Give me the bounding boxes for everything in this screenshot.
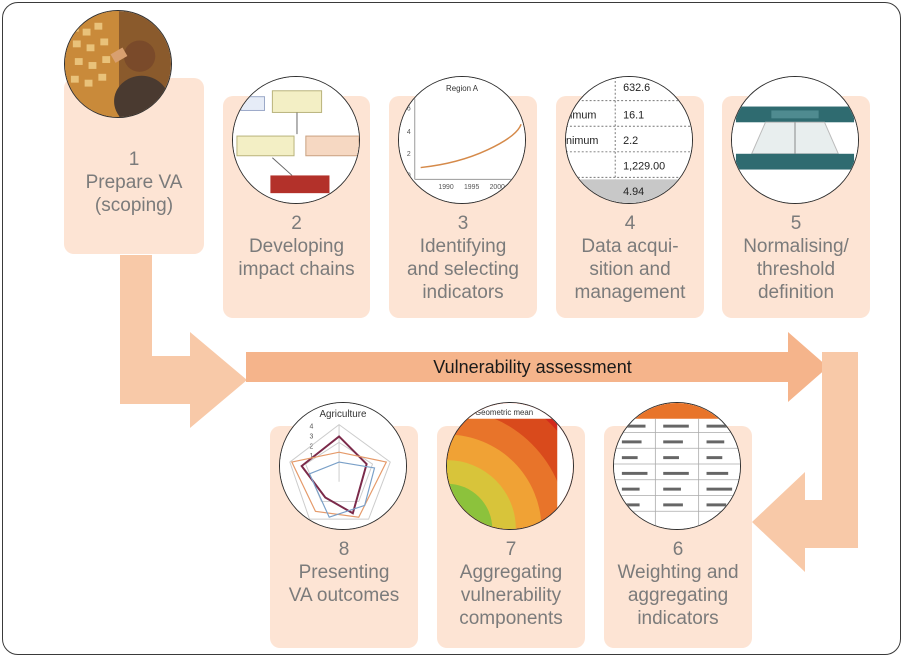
step-5-number: 5 xyxy=(790,213,802,234)
step-8-image: Agriculture 4 3 2 1 xyxy=(279,402,407,530)
step-8-text: Presenting VA outcomes xyxy=(288,562,400,606)
step-2-number: 2 xyxy=(291,213,302,234)
step-6-number: 6 xyxy=(672,539,684,560)
step-8-label: 8 Presenting VA outcomes xyxy=(270,538,418,607)
step-6-image xyxy=(613,402,741,530)
step-4-image: 632.6 imum 16.1 nimum 2.2 1,229.00 4.94 xyxy=(565,76,693,204)
step-6-text: Weighting and aggregating indicators xyxy=(617,562,739,629)
step-1-label: 1 Prepare VA (scoping) xyxy=(64,148,204,217)
step-1-photo xyxy=(64,10,172,118)
step-5-image xyxy=(731,76,859,204)
step-1-number: 1 xyxy=(128,149,140,170)
step-4-number: 4 xyxy=(624,213,636,234)
step-1-text: Prepare VA (scoping) xyxy=(85,172,183,216)
step-3-number: 3 xyxy=(457,213,469,234)
svg-text:16.1: 16.1 xyxy=(623,109,644,121)
step-6-label: 6 Weighting and aggregating indicators xyxy=(604,538,752,630)
step-8-number: 8 xyxy=(338,539,350,560)
svg-text:6: 6 xyxy=(407,105,411,112)
svg-text:nimum: nimum xyxy=(566,135,598,147)
step-7-text: Aggregating vulnerability components xyxy=(459,562,563,629)
step-7-image: Geometric mean xyxy=(446,402,574,530)
svg-text:2.2: 2.2 xyxy=(623,135,638,147)
svg-text:1: 1 xyxy=(310,453,314,460)
svg-text:1995: 1995 xyxy=(464,184,479,191)
step-2-image xyxy=(232,76,360,204)
svg-text:1,229.00: 1,229.00 xyxy=(623,161,665,173)
arrow-from-step-1 xyxy=(120,255,247,428)
svg-text:632.6: 632.6 xyxy=(623,82,650,94)
step-7-chart-title: Geometric mean xyxy=(475,408,533,417)
svg-text:4: 4 xyxy=(407,129,411,136)
arrow-to-step-6 xyxy=(752,352,858,572)
svg-text:imum: imum xyxy=(570,109,596,121)
step-8-chart-title: Agriculture xyxy=(320,409,368,420)
step-7-number: 7 xyxy=(505,539,517,560)
step-4-label: 4 Data acqui- sition and management xyxy=(556,212,704,304)
step-5-label: 5 Normalising/ threshold definition xyxy=(722,212,870,304)
step-3-chart-title: Region A xyxy=(446,84,479,93)
svg-text:4.94: 4.94 xyxy=(623,186,644,198)
svg-text:2000: 2000 xyxy=(490,184,505,191)
step-3-label: 3 Identifying and selecting indicators xyxy=(389,212,537,304)
svg-text:3: 3 xyxy=(310,433,314,440)
step-5-text: Normalising/ threshold definition xyxy=(743,236,849,303)
step-3-text: Identifying and selecting indicators xyxy=(407,236,519,303)
banner-label: Vulnerability assessment xyxy=(433,356,632,377)
svg-text:2: 2 xyxy=(310,443,314,450)
step-2-label: 2 Developing impact chains xyxy=(223,212,370,281)
svg-text:2: 2 xyxy=(407,151,411,158)
step-7-label: 7 Aggregating vulnerability components xyxy=(437,538,585,630)
banner-arrow xyxy=(246,332,828,402)
step-2-text: Developing impact chains xyxy=(238,236,355,280)
svg-text:4: 4 xyxy=(310,424,314,431)
step-4-text: Data acqui- sition and management xyxy=(574,236,686,303)
svg-text:1990: 1990 xyxy=(438,184,453,191)
step-3-image: Region A 6 4 2 0 1990 1995 2000 xyxy=(398,76,526,204)
